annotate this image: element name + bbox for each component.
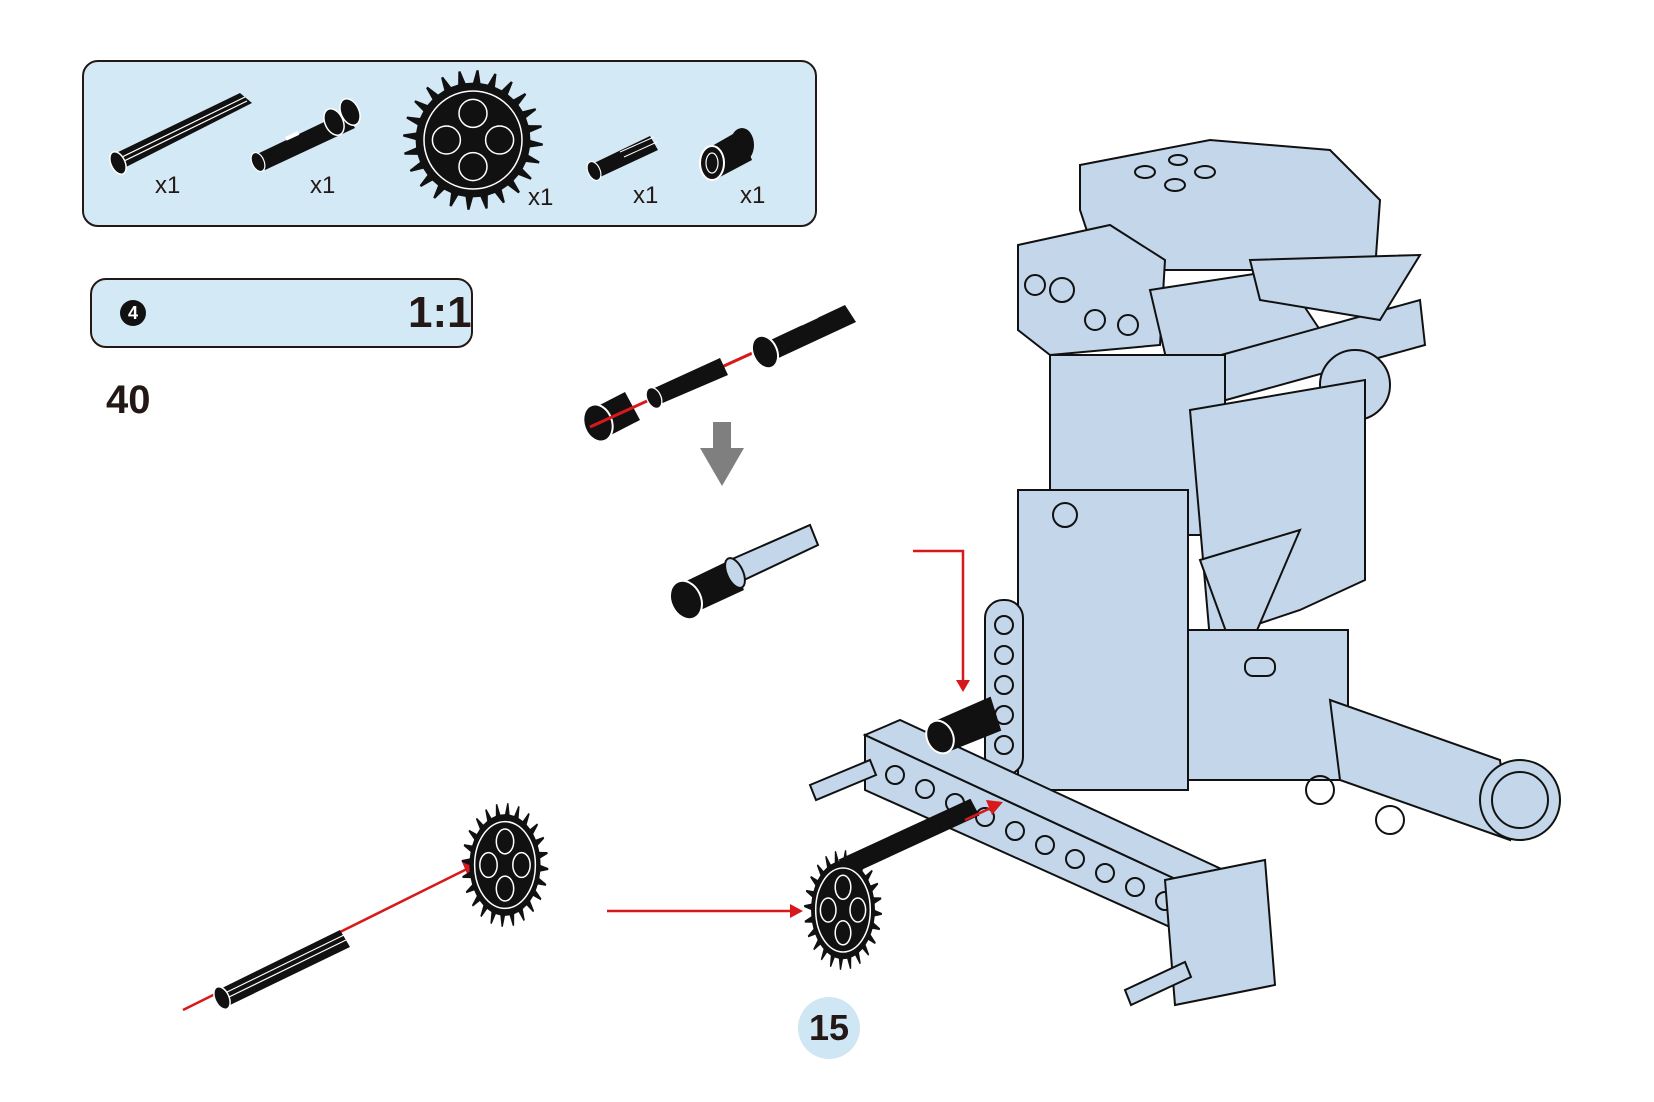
model-incoming-gear-icon — [804, 850, 882, 970]
step-number: 40 — [106, 378, 151, 422]
subassembly-2-illustration — [182, 803, 549, 1012]
subassembly-1-illustration — [582, 305, 856, 621]
main-model-illustration — [808, 138, 1561, 1007]
gear-hole — [484, 125, 515, 155]
assembled-pin-icon — [668, 523, 820, 621]
model-horn — [1248, 253, 1422, 322]
subassembly-1-connector — [913, 549, 965, 680]
gear-hub-ring — [423, 90, 523, 190]
gear-hole — [849, 897, 867, 923]
model-head-left — [1017, 223, 1167, 357]
axle-with-stop-icon — [213, 930, 350, 1011]
part-quantity: x1 — [310, 172, 336, 199]
part-quantity: x1 — [633, 182, 659, 209]
axle-pin-icon — [586, 136, 658, 182]
part-quantity: x1 — [155, 172, 181, 199]
long-pin-icon — [750, 305, 856, 370]
gear-hub-ring — [814, 867, 872, 953]
model-right-leg — [1328, 698, 1512, 842]
down-arrow-icon — [700, 422, 744, 486]
model-chest-wedge — [1198, 528, 1302, 673]
gear-hole — [431, 125, 462, 155]
gear-hole — [495, 828, 515, 855]
model-axle-left — [808, 758, 878, 802]
axle-length-scale-panel — [90, 278, 473, 348]
model-hip — [1187, 629, 1349, 781]
scale-ratio-label: 1:1 — [408, 288, 472, 337]
gear-24-tooth-icon — [461, 803, 549, 927]
model-crossbar — [1163, 858, 1277, 1007]
gear-hole — [495, 875, 515, 902]
gear-hole — [458, 98, 488, 129]
gear-hub-ring — [473, 820, 537, 910]
gear-hole — [819, 897, 837, 923]
page-number-badge: 15 — [798, 997, 860, 1059]
gear-hole — [512, 851, 531, 879]
model-axle-bottom — [1123, 960, 1193, 1007]
bushing-icon — [699, 128, 754, 181]
gear-hole — [834, 920, 852, 946]
long-pin-with-bushing-icon — [250, 98, 361, 173]
gear-hole — [458, 151, 488, 182]
axle-length-badge: 4 — [120, 300, 146, 326]
part-quantity: x1 — [528, 184, 554, 211]
gear-hole — [834, 874, 852, 900]
callout-connectors — [607, 549, 970, 918]
gear-hole — [479, 851, 498, 879]
gear-24-tooth-icon — [403, 70, 543, 210]
part-quantity: x1 — [740, 182, 766, 209]
axle-pin-icon — [645, 358, 728, 410]
model-incoming-axle — [838, 798, 980, 877]
model-lower-body — [1017, 489, 1189, 791]
axle-with-stop-icon — [109, 93, 252, 176]
model-vertical-beam — [984, 599, 1024, 776]
